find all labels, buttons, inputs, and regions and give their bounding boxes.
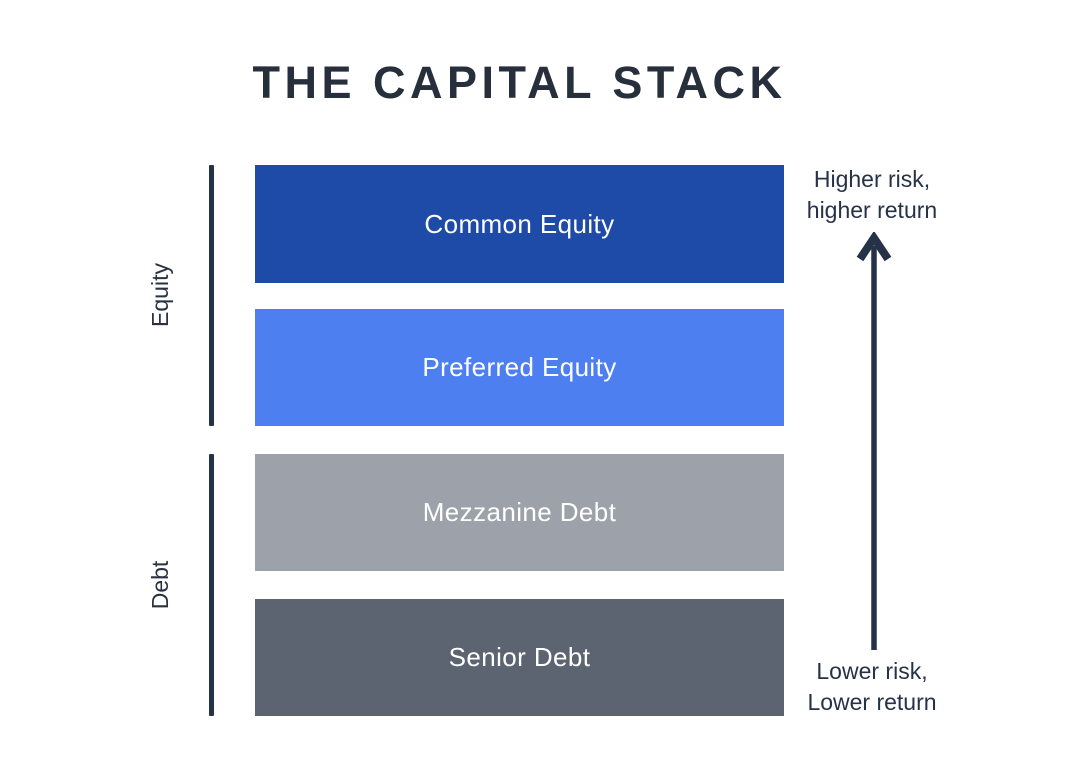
debt-group-label: Debt: [147, 560, 173, 610]
higher-risk-label: Higher risk, higher return: [775, 164, 969, 226]
equity-bracket-line: [209, 165, 214, 426]
layer-preferred-equity-label: Preferred Equity: [422, 352, 617, 382]
higher-risk-line2: higher return: [806, 197, 938, 223]
lower-risk-label: Lower risk, Lower return: [775, 656, 969, 718]
layer-senior-debt: Senior Debt: [255, 599, 784, 716]
layer-mezzanine-debt-label: Mezzanine Debt: [422, 497, 617, 527]
layer-common-equity: Common Equity: [255, 165, 784, 283]
debt-bracket-line: [209, 454, 214, 716]
page-title: THE CAPITAL STACK: [252, 57, 787, 108]
layer-mezzanine-debt: Mezzanine Debt: [255, 454, 784, 571]
equity-group-label: Equity: [147, 263, 173, 327]
arrow-up-icon: [856, 232, 892, 650]
higher-risk-line1: Higher risk,: [813, 166, 931, 192]
layer-preferred-equity: Preferred Equity: [255, 309, 784, 426]
layer-common-equity-label: Common Equity: [424, 208, 615, 239]
lower-risk-line1: Lower risk,: [816, 658, 928, 684]
layer-senior-debt-label: Senior Debt: [448, 642, 591, 672]
lower-risk-line2: Lower return: [807, 689, 937, 715]
